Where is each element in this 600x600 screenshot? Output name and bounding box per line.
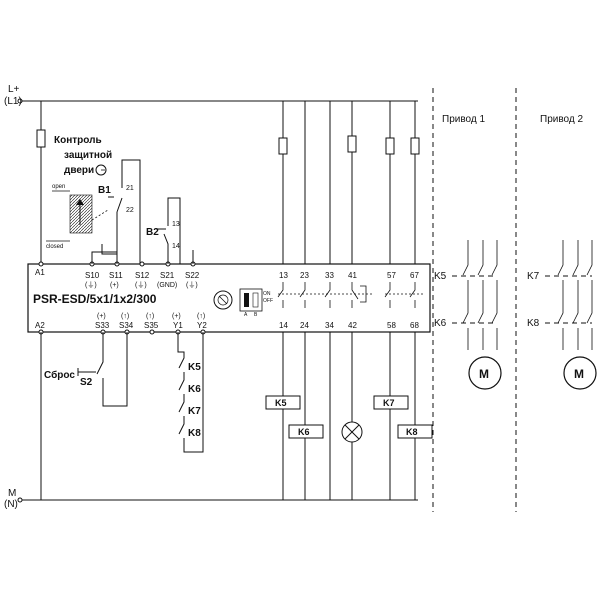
switch-b1-t2: 22 [126, 207, 134, 214]
terminal-s34-sym: (↑) [121, 313, 129, 320]
terminal-s22-sym: (⏚) [186, 281, 198, 289]
fuse-main [36, 101, 46, 262]
module-name: PSR-ESD/5x1/1x2/300 [33, 292, 157, 306]
drive2-header: Привод 2 [540, 114, 583, 125]
reset-label: Сброс [44, 369, 75, 381]
supply-rail-top [17, 98, 418, 104]
contact-23: 23 [300, 271, 309, 280]
coil-k8-label: K8 [406, 427, 418, 437]
dip-switch: ON OFF A B [239, 288, 273, 318]
terminal-s12-sym: (⏚) [135, 281, 147, 289]
terminal-s22: S22 [185, 271, 200, 280]
terminal-y1-sym: (+) [172, 313, 181, 320]
dip-off-label: OFF [263, 298, 273, 304]
switch-b2-label: B2 [146, 227, 159, 238]
feedback-chain: K5 K6 K7 K8 [177, 332, 204, 453]
contact-terminals: 13 23 33 41 57 67 14 24 34 42 58 68 [279, 271, 419, 330]
dip-b-label: B [254, 312, 258, 318]
terminal-s33-sym: (+) [97, 313, 106, 320]
terminal-s12: S12 [135, 271, 150, 280]
contact-24: 24 [300, 321, 309, 330]
terminal-s11-sym: (+) [110, 282, 119, 289]
dip-a-label: A [244, 312, 248, 318]
door-symbol-icon [95, 164, 107, 176]
contact-67: 67 [410, 271, 419, 280]
contact-57: 57 [387, 271, 396, 280]
terminal-s11: S11 [109, 271, 123, 280]
reset-switch-label: S2 [80, 377, 93, 388]
door-title-3: двери [64, 165, 94, 176]
door-open-label: open [52, 184, 65, 190]
terminal-y2-sym: (↑) [197, 313, 205, 320]
terminal-a1: A1 [35, 268, 45, 277]
feedback-k7: K7 [188, 406, 201, 417]
switch-b2-t1: 13 [172, 221, 180, 228]
feedback-k5: K5 [188, 362, 201, 373]
motor1-label: M [479, 367, 489, 381]
contact-41: 41 [348, 271, 357, 280]
door-linkage [91, 209, 109, 221]
supply-l1-label: (L1) [4, 96, 22, 107]
drive2-k7-label: K7 [527, 271, 540, 282]
contact-14: 14 [279, 321, 288, 330]
wire-s10-s11 [91, 251, 117, 264]
coil-k6: K6 [288, 424, 324, 439]
contact-33: 33 [325, 271, 334, 280]
terminal-s35: S35 [144, 321, 159, 330]
switch-b2-t2: 14 [172, 243, 180, 250]
output-lines [40, 101, 420, 500]
drive1-k6-label: K6 [434, 318, 447, 329]
drive1-k5-label: K5 [434, 271, 447, 282]
drive2-k8-label: K8 [527, 318, 540, 329]
door-closed-label: closed [46, 244, 63, 250]
contact-42: 42 [348, 321, 357, 330]
motor-drive-2: K7 K8 M [527, 240, 597, 390]
contact-34: 34 [325, 321, 334, 330]
terminal-s21: S21 [160, 271, 175, 280]
motor2-label: M [574, 367, 584, 381]
terminal-s34: S34 [119, 321, 134, 330]
terminal-s35-sym: (↑) [146, 313, 154, 320]
contact-68: 68 [410, 321, 419, 330]
switch-b1-t1: 21 [126, 185, 134, 192]
dip-on-label: ON [263, 291, 271, 297]
drive1-header: Привод 1 [442, 114, 485, 125]
coil-k7: K7 [373, 395, 409, 410]
module-top-terminals: A1 S10 (⏚) S11 (+) S12 (⏚) S21 (GND) S22… [35, 261, 200, 289]
coil-k8: K8 [397, 424, 433, 439]
motor-drive-1: K5 K6 M [434, 240, 502, 390]
reset-button-symbol: Сброс S2 [44, 332, 128, 407]
supply-n-label: (N) [4, 499, 18, 510]
terminal-y2: Y2 [197, 321, 207, 330]
supply-l-label: L+ [8, 84, 20, 95]
switch-b2: B2 13 14 [146, 197, 181, 264]
terminal-y1: Y1 [173, 321, 183, 330]
coil-k5-label: K5 [275, 398, 287, 408]
door-hatch-icon [69, 194, 93, 234]
lamp-icon [341, 421, 363, 443]
supply-rail-bottom [17, 497, 418, 503]
switch-b1: B1 21 22 [98, 159, 141, 264]
switch-b1-label: B1 [98, 185, 111, 196]
internal-contacts [277, 282, 425, 308]
coil-k5: K5 [265, 395, 301, 410]
supply-m-label: M [8, 488, 16, 499]
feedback-k8: K8 [188, 428, 201, 439]
coil-k7-label: K7 [383, 398, 395, 408]
contact-58: 58 [387, 321, 396, 330]
terminal-s10-sym: (⏚) [85, 281, 97, 289]
terminal-s10: S10 [85, 271, 100, 280]
feedback-k6: K6 [188, 384, 201, 395]
terminal-s33: S33 [95, 321, 110, 330]
rotary-selector [213, 290, 233, 310]
contact-13: 13 [279, 271, 288, 280]
door-title-1: Контроль [54, 135, 102, 146]
terminal-a2: A2 [35, 321, 45, 330]
terminal-s21-sym: (GND) [157, 282, 177, 289]
coil-k6-label: K6 [298, 427, 310, 437]
door-title-2: защитной [64, 150, 112, 161]
